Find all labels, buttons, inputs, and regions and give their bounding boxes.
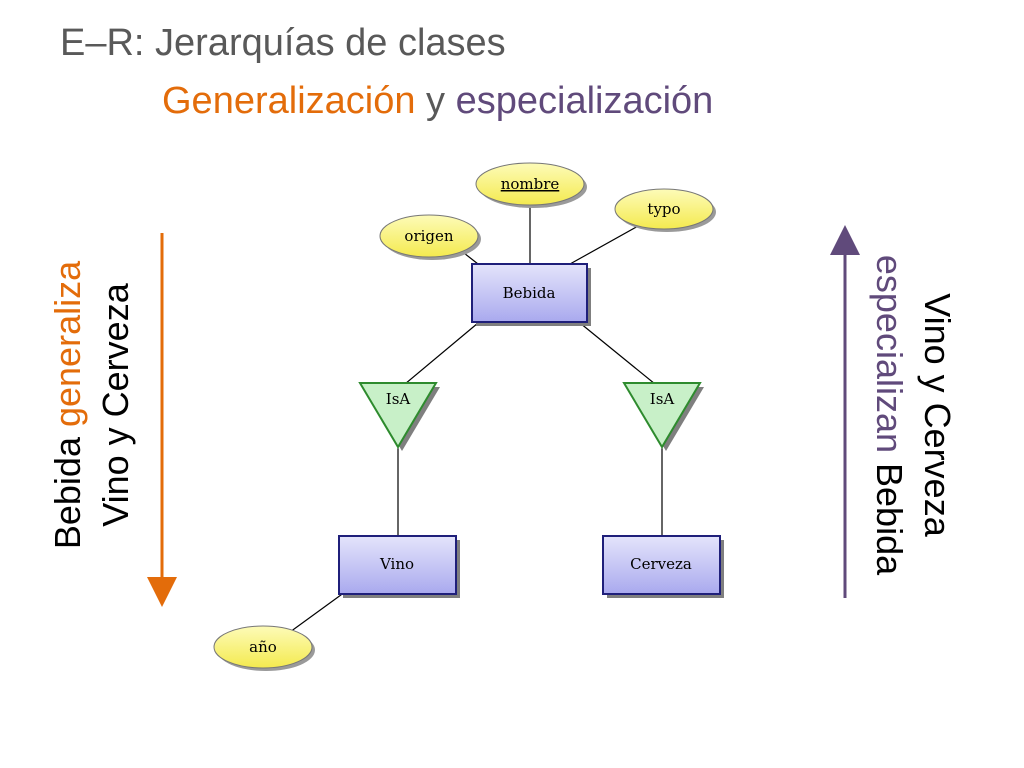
attribute-typo-label: typo	[647, 200, 680, 218]
subtitle-generalization: Generalización	[162, 80, 416, 122]
attribute-anio-label: año	[249, 638, 277, 656]
isa-right-label: IsA	[650, 390, 675, 408]
generalization-subject: Bebida	[47, 427, 88, 550]
generalization-label: Bebida generaliza Vino y Cerveza	[44, 261, 140, 549]
generalization-label-line2: Vino y Cerveza	[95, 283, 136, 527]
attribute-anio: año	[213, 625, 315, 671]
specialization-label-line1: Vino y Cerveza	[917, 293, 958, 537]
attribute-typo: typo	[614, 188, 716, 232]
generalization-label-line1: Bebida generaliza	[44, 261, 92, 549]
subtitle-specialization: especialización	[455, 80, 714, 122]
specialization-verb: especializan	[869, 254, 910, 454]
attribute-origen: origen	[379, 214, 481, 260]
isa-right-triangle: IsA	[622, 382, 704, 451]
attribute-origen-label: origen	[404, 227, 453, 245]
isa-left-triangle: IsA	[358, 382, 440, 451]
entity-cerveza: Cerveza	[602, 535, 724, 598]
attribute-nombre: nombre	[475, 162, 587, 208]
generalization-verb: generaliza	[47, 260, 88, 428]
entity-vino-label: Vino	[379, 555, 414, 573]
slide-title: E–R: Jerarquías de clases	[60, 22, 506, 64]
specialization-label: Vino y Cerveza especializan Bebida	[865, 255, 961, 575]
entity-vino: Vino	[338, 535, 460, 598]
subtitle-connector: y	[426, 80, 446, 122]
entity-cerveza-label: Cerveza	[630, 555, 692, 573]
entity-bebida-label: Bebida	[503, 284, 556, 302]
connector-lines	[289, 200, 663, 633]
attribute-nombre-label: nombre	[501, 175, 560, 193]
entity-bebida: Bebida	[471, 263, 591, 326]
specialization-object: Bebida	[869, 453, 910, 576]
specialization-label-line2: especializan Bebida	[865, 255, 913, 575]
slide-subtitle: Generalización y especialización	[162, 80, 713, 123]
isa-left-label: IsA	[386, 390, 411, 408]
